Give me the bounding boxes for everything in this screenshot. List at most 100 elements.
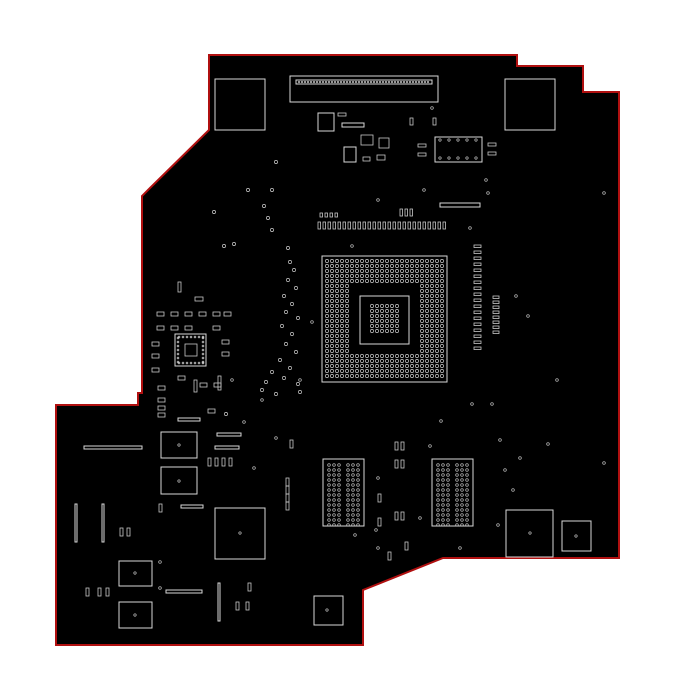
- bga-inner-ring: [359, 295, 410, 345]
- bga-ball: [335, 304, 339, 308]
- bga-ball: [435, 344, 439, 348]
- bga-ball: [410, 279, 414, 283]
- bga-ball: [345, 309, 349, 313]
- memory-ball: [327, 463, 331, 467]
- bga-ball: [375, 319, 379, 323]
- bga-ball: [375, 259, 379, 263]
- bga-ball: [330, 274, 334, 278]
- memory-ball: [460, 518, 464, 522]
- via: [260, 388, 264, 392]
- long-bar-vert-3: [217, 582, 221, 622]
- bga-ball: [440, 314, 444, 318]
- smd-cap: [492, 300, 500, 304]
- test-point: [376, 198, 380, 202]
- via: [246, 188, 250, 192]
- bga-ball: [340, 354, 344, 358]
- bga-ball: [420, 329, 424, 333]
- memory-ball: [332, 493, 336, 497]
- bga-ball: [370, 269, 374, 273]
- bga-ball: [370, 274, 374, 278]
- top-connector-inner: [295, 79, 433, 85]
- bga-ball: [360, 264, 364, 268]
- memory-ball: [455, 518, 459, 522]
- via: [266, 216, 270, 220]
- bga-ball: [390, 329, 394, 333]
- test-point: [376, 546, 380, 550]
- smd-part: [151, 367, 160, 373]
- bga-ball: [430, 279, 434, 283]
- bga-ball: [370, 359, 374, 363]
- smd-resistor: [329, 212, 333, 218]
- bga-ball: [335, 289, 339, 293]
- smd-part: [394, 441, 399, 451]
- bga-ball: [390, 259, 394, 263]
- memory-ball: [351, 473, 355, 477]
- bga-ball: [420, 339, 424, 343]
- bga-ball: [340, 359, 344, 363]
- mount-pad-bottom-right: [505, 509, 554, 558]
- via: [296, 382, 300, 386]
- bga-ball: [435, 304, 439, 308]
- smd-resistor: [334, 212, 338, 218]
- bga-ball: [440, 294, 444, 298]
- bga-ball: [325, 364, 329, 368]
- long-bar-bottom: [165, 589, 203, 594]
- memory-ball: [460, 488, 464, 492]
- memory-ball: [337, 473, 341, 477]
- via: [284, 310, 288, 314]
- bga-ball: [355, 269, 359, 273]
- bga-ball: [330, 364, 334, 368]
- bga-ball: [440, 354, 444, 358]
- bga-ball: [420, 279, 424, 283]
- bga-ball: [425, 324, 429, 328]
- smd-part: [151, 353, 160, 359]
- via: [270, 188, 274, 192]
- pad-center: [177, 443, 181, 447]
- bga-ball: [440, 299, 444, 303]
- memory-ball: [441, 503, 445, 507]
- bga-ball: [365, 364, 369, 368]
- memory-ball: [455, 463, 459, 467]
- bga-ball: [335, 374, 339, 378]
- cap-top-1: [343, 146, 357, 163]
- smd-resistor: [324, 212, 328, 218]
- bga-ball: [410, 369, 414, 373]
- bga-ball: [380, 369, 384, 373]
- via: [298, 390, 302, 394]
- bga-ball: [425, 319, 429, 323]
- memory-ball: [441, 478, 445, 482]
- bga-ball: [385, 269, 389, 273]
- connector-pin: [333, 80, 337, 84]
- bga-ball: [340, 309, 344, 313]
- bga-ball: [385, 359, 389, 363]
- bga-ball: [365, 269, 369, 273]
- memory-ball: [356, 468, 360, 472]
- connector-pin: [324, 80, 328, 84]
- smd-resistor: [409, 208, 413, 217]
- connector-pin: [417, 80, 421, 84]
- bga-ball: [335, 329, 339, 333]
- memory-ball: [346, 518, 350, 522]
- bga-ball: [425, 284, 429, 288]
- memory-ball: [455, 468, 459, 472]
- bga-ball: [425, 279, 429, 283]
- bga-ball: [330, 294, 334, 298]
- bga-ball: [425, 339, 429, 343]
- smd-ic-small: [378, 137, 390, 149]
- bga-ball: [340, 364, 344, 368]
- smd-part: [400, 459, 405, 469]
- bga-ball: [385, 304, 389, 308]
- memory-ball: [337, 518, 341, 522]
- smd-resistor: [347, 221, 351, 230]
- smd-cap: [473, 268, 482, 272]
- bga-ball: [425, 354, 429, 358]
- bga-ball: [375, 314, 379, 318]
- via: [294, 350, 298, 354]
- via: [282, 376, 286, 380]
- memory-ball: [455, 508, 459, 512]
- bga-ball: [415, 269, 419, 273]
- via: [270, 370, 274, 374]
- bga-ball: [415, 359, 419, 363]
- test-point: [514, 294, 518, 298]
- bga-ball: [440, 309, 444, 313]
